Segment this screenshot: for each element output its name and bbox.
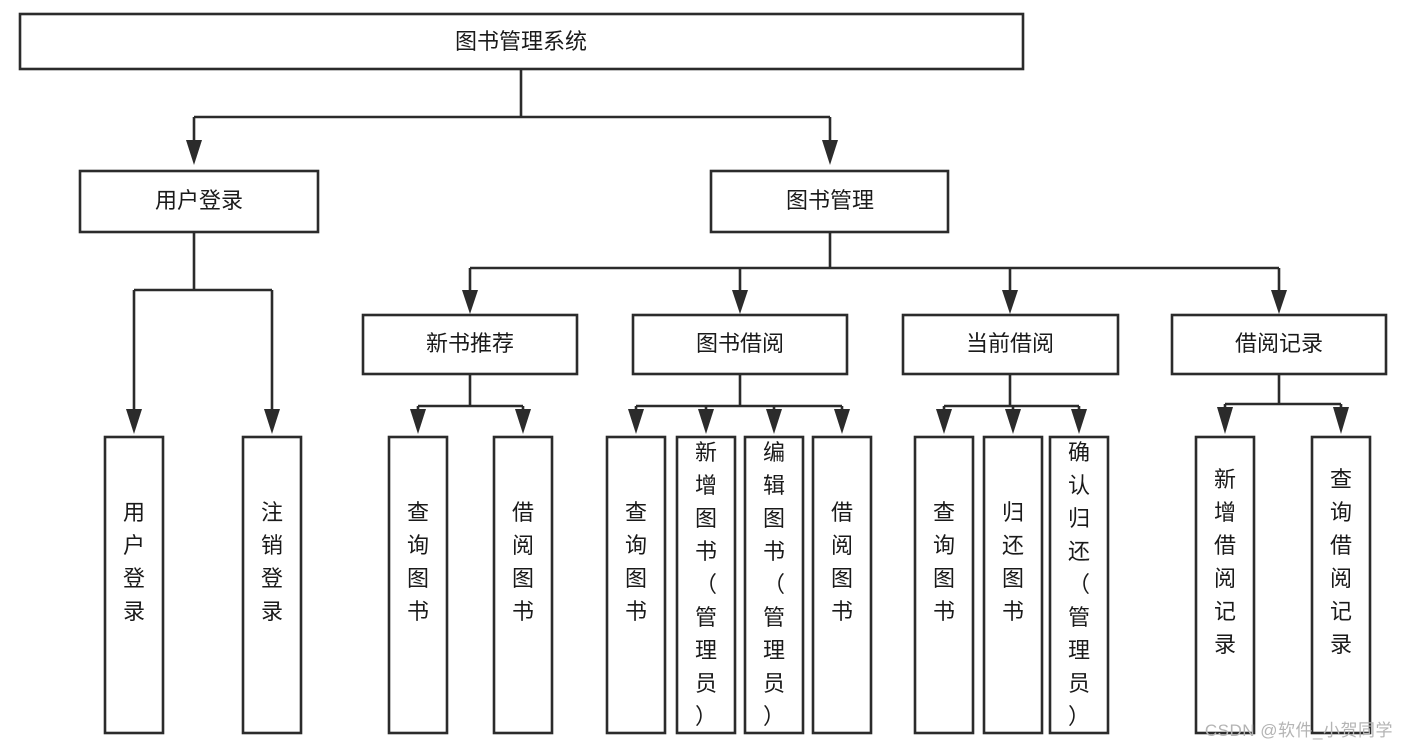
node-borrow-record-box[interactable]	[1170, 313, 1388, 376]
node-book-manage-label: 图书管理	[786, 188, 874, 213]
leaf-user-login-label: 用户登录	[123, 500, 145, 624]
arrowhead-leaf-logout-login	[264, 409, 280, 434]
leaf-logout-login-box[interactable]	[241, 435, 303, 735]
connectors-root-to-level1	[186, 69, 838, 165]
leaf-query-book-1-label: 查询图书	[407, 500, 429, 624]
connectors-userlogin-to-leaves	[126, 232, 280, 434]
connectors-bookmanage-to-level2	[462, 232, 1287, 314]
node-borrow-record-label: 借阅记录	[1235, 331, 1323, 356]
node-root-box[interactable]	[18, 12, 1025, 71]
leaf-user-login-box[interactable]	[103, 435, 165, 735]
arrowhead-new-book-recommend	[462, 290, 478, 314]
leaf-edit-book-admin-label: 编辑图书（管理员）	[763, 440, 785, 729]
arrowhead-leaf-query-book-2	[628, 409, 644, 434]
connectors-bookborrow-to-leaves	[628, 374, 850, 434]
leaf-logout-login-label: 注销登录	[261, 500, 283, 624]
arrowhead-book-manage	[822, 140, 838, 165]
node-new-book-recommend-box[interactable]	[361, 313, 579, 376]
leaf-confirm-return-admin-box[interactable]	[1048, 435, 1110, 735]
node-user-login-box[interactable]	[78, 169, 320, 234]
node-root-label: 图书管理系统	[455, 29, 587, 54]
arrowhead-leaf-user-login	[126, 409, 142, 434]
leaf-query-book-2-label: 查询图书	[625, 500, 647, 624]
arrowhead-leaf-query-book-1	[410, 409, 426, 434]
arrowhead-user-login	[186, 140, 202, 165]
leaf-query-book-1-box[interactable]	[387, 435, 449, 735]
leaf-node-query-book-2[interactable]: 查询图书	[605, 435, 667, 735]
leaf-return-book-box[interactable]	[982, 435, 1044, 735]
leaf-node-borrow-book-1[interactable]: 借阅图书	[492, 435, 554, 735]
node-current-borrow-box[interactable]	[901, 313, 1120, 376]
arrowhead-leaf-add-book-admin	[698, 409, 714, 434]
node-current-borrow[interactable]: 当前借阅	[901, 313, 1120, 376]
arrowhead-leaf-add-borrow-record	[1217, 407, 1233, 434]
leaf-query-borrow-record-label: 查询借阅记录	[1330, 467, 1352, 657]
connectors-newbook-to-leaves	[410, 374, 531, 434]
leaf-node-edit-book-admin[interactable]: 编辑图书（管理员）	[743, 435, 805, 735]
leaf-node-borrow-book-2[interactable]: 借阅图书	[811, 435, 873, 735]
csdn-watermark: CSDN @软件_小贺同学	[1204, 721, 1393, 740]
arrowhead-leaf-edit-book-admin	[766, 409, 782, 434]
arrowhead-current-borrow	[1002, 290, 1018, 314]
leaf-add-book-admin-box[interactable]	[675, 435, 737, 735]
leaf-node-add-book-admin[interactable]: 新增图书（管理员）	[675, 435, 737, 735]
leaf-borrow-book-1-label: 借阅图书	[512, 500, 534, 624]
leaf-node-logout-login[interactable]: 注销登录	[241, 435, 303, 735]
node-user-login[interactable]: 用户登录	[78, 169, 320, 234]
node-book-manage[interactable]: 图书管理	[709, 169, 950, 234]
leaf-add-book-admin-label: 新增图书（管理员）	[695, 440, 717, 729]
leaf-node-user-login[interactable]: 用户登录	[103, 435, 165, 735]
leaf-query-borrow-record-box[interactable]	[1310, 435, 1372, 735]
leaf-borrow-book-2-label: 借阅图书	[831, 500, 853, 624]
node-user-login-label: 用户登录	[155, 188, 243, 213]
leaf-edit-book-admin-box[interactable]	[743, 435, 805, 735]
leaf-node-confirm-return-admin[interactable]: 确认归还（管理员）	[1048, 435, 1110, 735]
arrowhead-leaf-return-book	[1005, 409, 1021, 434]
node-book-borrow[interactable]: 图书借阅	[631, 313, 849, 376]
leaf-node-return-book[interactable]: 归还图书	[982, 435, 1044, 735]
arrowhead-leaf-confirm-return-admin	[1071, 409, 1087, 434]
leaf-borrow-book-1-box[interactable]	[492, 435, 554, 735]
node-current-borrow-label: 当前借阅	[966, 331, 1054, 356]
node-new-book-recommend[interactable]: 新书推荐	[361, 313, 579, 376]
leaf-return-book-label: 归还图书	[1002, 500, 1024, 624]
node-root[interactable]: 图书管理系统	[18, 12, 1025, 71]
leaf-node-add-borrow-record[interactable]: 新增借阅记录	[1194, 435, 1256, 735]
connectors-currentborrow-to-leaves	[936, 374, 1087, 434]
leaf-query-book-3-label: 查询图书	[933, 500, 955, 624]
node-book-manage-box[interactable]	[709, 169, 950, 234]
leaf-borrow-book-2-box[interactable]	[811, 435, 873, 735]
node-book-borrow-box[interactable]	[631, 313, 849, 376]
arrowhead-leaf-query-borrow-record	[1333, 407, 1349, 434]
leaf-add-borrow-record-box[interactable]	[1194, 435, 1256, 735]
leaf-node-query-book-3[interactable]: 查询图书	[913, 435, 975, 735]
leaf-query-book-3-box[interactable]	[913, 435, 975, 735]
leaf-node-query-borrow-record[interactable]: 查询借阅记录	[1310, 435, 1372, 735]
arrowhead-leaf-borrow-book-2	[834, 409, 850, 434]
node-book-borrow-label: 图书借阅	[696, 331, 784, 356]
leaf-confirm-return-admin-label: 确认归还（管理员）	[1068, 440, 1090, 729]
leaf-add-borrow-record-label: 新增借阅记录	[1214, 467, 1236, 657]
arrowhead-book-borrow	[732, 290, 748, 314]
arrowhead-borrow-record	[1271, 290, 1287, 314]
leaf-node-query-book-1[interactable]: 查询图书	[387, 435, 449, 735]
node-new-book-recommend-label: 新书推荐	[426, 331, 514, 356]
connectors-borrowrecord-to-leaves	[1217, 374, 1349, 434]
node-borrow-record[interactable]: 借阅记录	[1170, 313, 1388, 376]
arrowhead-leaf-query-book-3	[936, 409, 952, 434]
leaf-query-book-2-box[interactable]	[605, 435, 667, 735]
arrowhead-leaf-borrow-book-1	[515, 409, 531, 434]
